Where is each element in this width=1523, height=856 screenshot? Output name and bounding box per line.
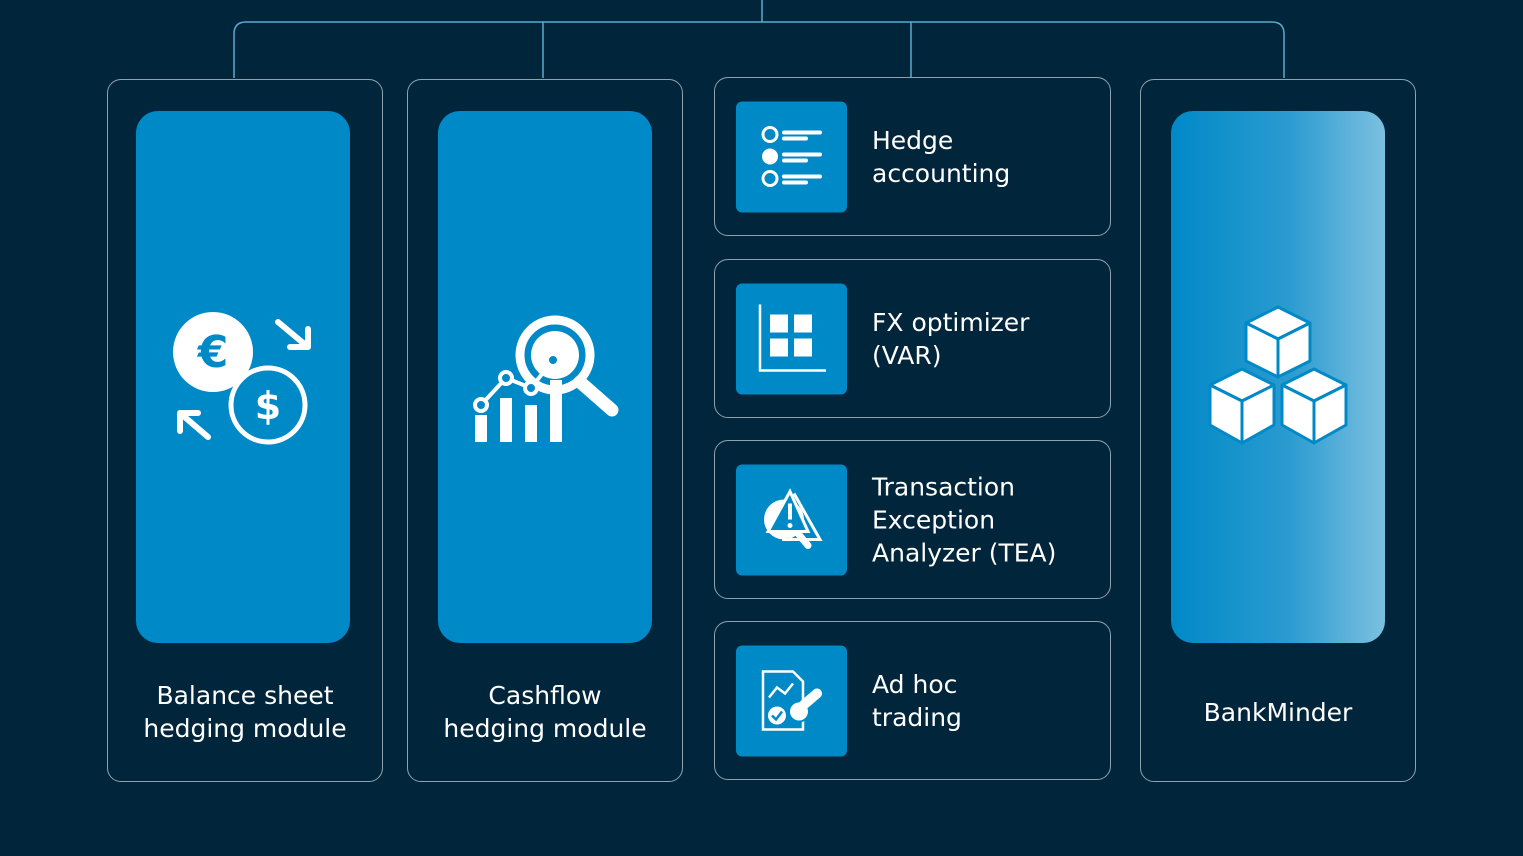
label-line: Analyzer (TEA): [872, 538, 1057, 567]
checklist-icon: [761, 126, 822, 187]
label-line: Ad hoc: [872, 669, 958, 699]
balance-sheet-module-card[interactable]: € $ Balance sheet hedging module: [107, 79, 383, 782]
cashflow-module-card[interactable]: Cashflow hedging module: [407, 79, 683, 782]
fx-optimizer-card[interactable]: FX optimizer(VAR): [714, 259, 1111, 418]
label-line: BankMinder: [1203, 698, 1353, 727]
module-panel: [1171, 111, 1385, 643]
tool-icon-box: [736, 283, 847, 394]
tool-label: FX optimizer(VAR): [872, 306, 1029, 372]
module-panel: [438, 111, 652, 643]
module-label: Balance sheet hedging module: [108, 679, 382, 745]
module-label: BankMinder: [1141, 696, 1415, 729]
label-line: (VAR): [872, 340, 942, 370]
warning-search-icon: [763, 488, 823, 549]
tool-icon-box: [736, 464, 847, 575]
document-stamp-icon: [761, 670, 822, 731]
tool-icon-box: [736, 645, 847, 756]
label-line: trading: [872, 702, 962, 732]
connector-lines: [233, 0, 1285, 78]
label-line: Hedge: [872, 125, 954, 155]
currency-exchange-icon: € $: [173, 312, 311, 445]
label-line: Cashflow: [488, 681, 602, 710]
grid-chart-icon: [758, 304, 826, 372]
svg-text:€: €: [197, 327, 229, 378]
label-line: Balance sheet: [156, 681, 334, 710]
label-line: Transaction: [872, 472, 1016, 501]
module-label: Cashflow hedging module: [408, 679, 682, 745]
label-line: hedging module: [143, 714, 347, 743]
label-line: hedging module: [443, 714, 647, 743]
label-line: accounting: [872, 158, 1011, 188]
svg-text:$: $: [255, 384, 281, 428]
cubes-icon: [1208, 305, 1348, 445]
analytics-search-icon: [473, 315, 619, 442]
label-line: FX optimizer: [872, 307, 1030, 337]
label-line: Exception: [872, 505, 996, 534]
bankminder-card[interactable]: BankMinder: [1140, 79, 1416, 782]
tool-icon-box: [736, 101, 847, 212]
module-panel: € $: [136, 111, 350, 643]
